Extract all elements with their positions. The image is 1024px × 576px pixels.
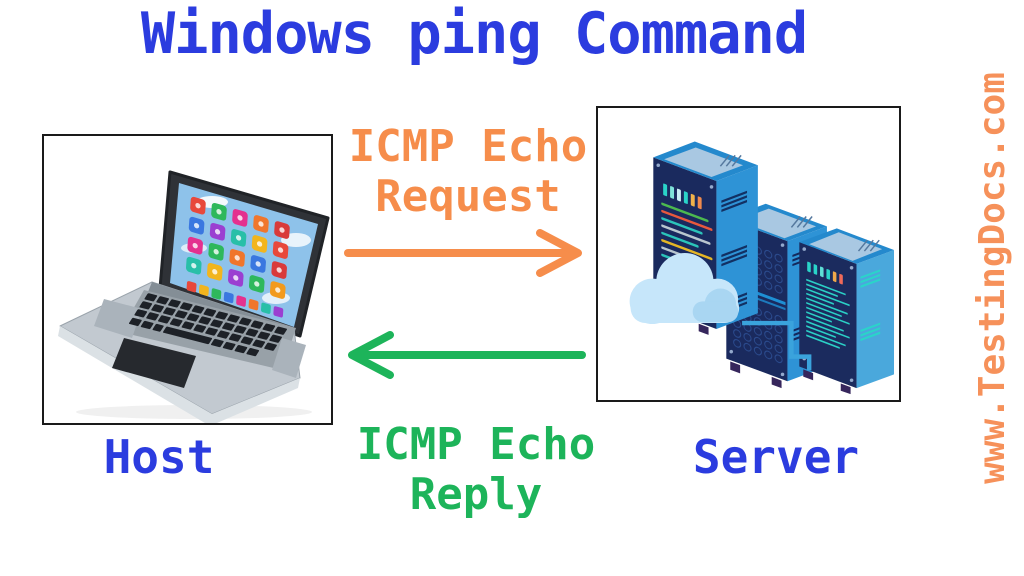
screw [709, 185, 714, 189]
side-vents [860, 322, 881, 342]
laptop-keyboard [129, 293, 287, 357]
top-hatch-lines [719, 154, 742, 167]
reply-label-line1: ICMP Echo [356, 419, 596, 470]
tower-foot [771, 376, 782, 389]
tower-side [856, 250, 895, 389]
page-title: Windows ping Command [140, 1, 808, 67]
laptop-front-edge [58, 326, 300, 423]
laptop-app-icons [185, 196, 290, 318]
tower-foot [840, 383, 851, 395]
tower-foot [698, 323, 709, 335]
screw [656, 163, 661, 167]
screw [849, 266, 854, 270]
tower-top-panel [809, 232, 883, 261]
watermark-text: www.TestingDocs.com [972, 72, 1013, 484]
side-vents [721, 190, 748, 212]
request-flow-label: ICMP Echo Request [349, 122, 587, 222]
speaker-grille-right [272, 338, 306, 378]
speaker-grille-left [94, 299, 142, 338]
host-box [42, 134, 333, 425]
server-box [596, 106, 901, 402]
screw [780, 372, 785, 377]
screw [802, 247, 807, 251]
server-tower-right [799, 228, 895, 395]
server-label: Server [692, 430, 860, 484]
tower-top-panel [664, 147, 744, 178]
request-arrow-right-icon [344, 229, 582, 277]
side-vents [721, 245, 748, 267]
reply-arrow-left-icon [348, 331, 586, 379]
request-label-line2: Request [375, 171, 561, 222]
laptop-screen [158, 170, 330, 338]
host-label: Host [103, 430, 215, 484]
cloud-icon [629, 253, 740, 325]
laptop-base [58, 281, 306, 423]
laptop-illustration [58, 170, 330, 423]
tower-code-panel [806, 261, 850, 349]
tower-foot [730, 361, 741, 374]
laptop-trackpad [112, 338, 196, 388]
screw [849, 378, 854, 383]
side-vents [860, 269, 881, 288]
screw [729, 349, 734, 354]
tower-foot [803, 369, 814, 381]
screw [780, 243, 785, 247]
reply-flow-label: ICMP Echo Reply [357, 420, 595, 520]
server-illustration [629, 141, 895, 395]
request-label-line1: ICMP Echo [348, 121, 588, 172]
network-link-line [742, 320, 812, 371]
reply-label-line2: Reply [409, 469, 543, 520]
top-hatch-lines [790, 216, 813, 228]
top-hatch-lines [857, 239, 880, 252]
